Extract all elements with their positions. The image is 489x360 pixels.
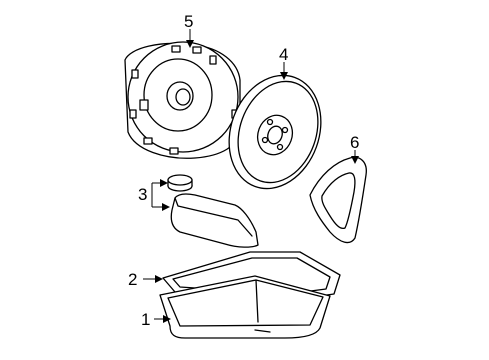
leader-3 [151, 179, 170, 211]
leader-5 [186, 29, 194, 48]
torque-converter[interactable] [124, 41, 241, 159]
leader-4 [280, 62, 288, 80]
callout-2[interactable]: 2 [128, 270, 138, 289]
leader-1 [154, 315, 171, 323]
leader-6 [351, 150, 359, 164]
callout-1[interactable]: 1 [141, 310, 151, 329]
cover-plate[interactable] [309, 156, 367, 244]
callout-5[interactable]: 5 [184, 12, 194, 31]
filter-seal[interactable] [167, 174, 193, 192]
callout-4[interactable]: 4 [279, 45, 289, 64]
leader-2 [143, 275, 163, 283]
callout-3[interactable]: 3 [138, 185, 148, 204]
transmission-oil-pan[interactable] [159, 275, 331, 339]
flexplate[interactable] [214, 62, 336, 201]
transmission-filter[interactable] [170, 193, 259, 248]
callout-6[interactable]: 6 [350, 133, 360, 152]
